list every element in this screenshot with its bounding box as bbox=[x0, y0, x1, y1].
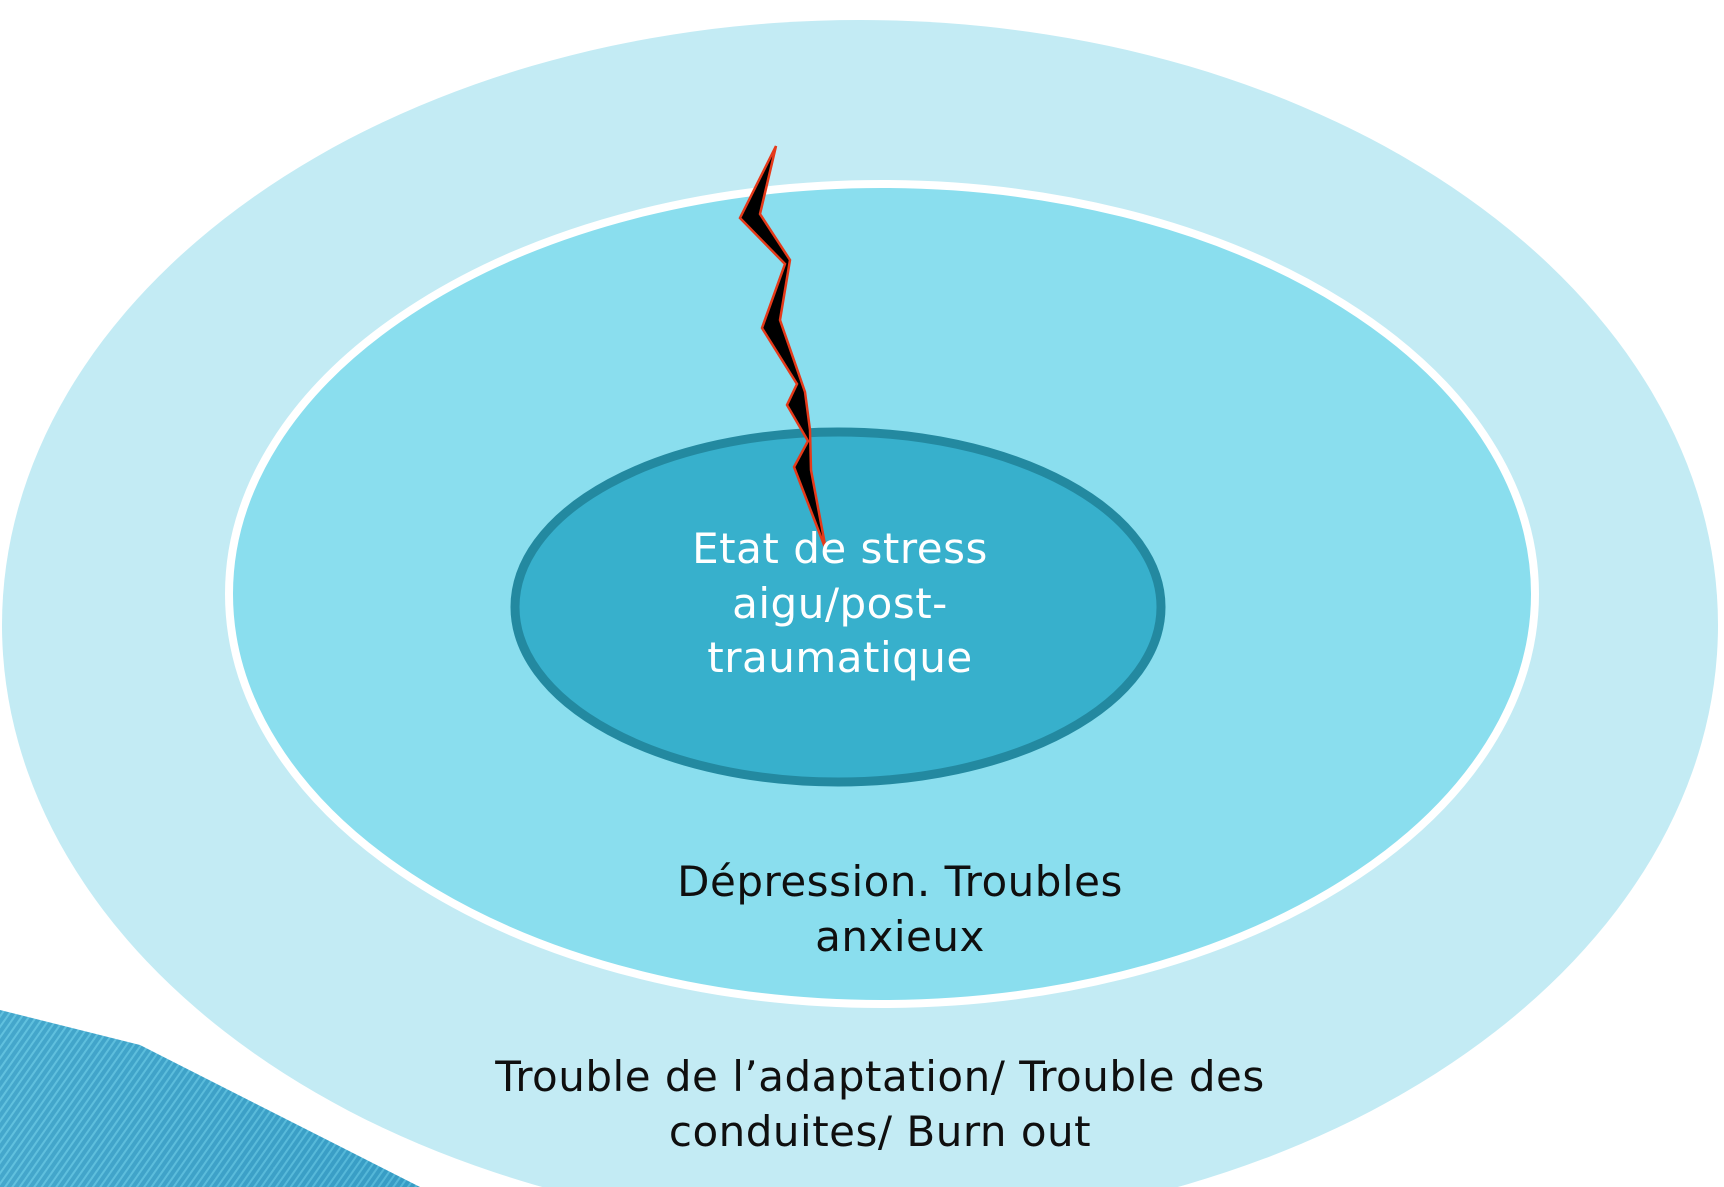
lightning-bolt-icon bbox=[738, 145, 828, 551]
corner-wedge-decoration bbox=[0, 1010, 420, 1187]
inner-ellipse bbox=[510, 427, 1166, 787]
outer-ellipse-label: Trouble de l’adaptation/ Trouble des con… bbox=[495, 1052, 1265, 1156]
middle-ellipse-label: Dépression. Troubles anxieux bbox=[677, 857, 1123, 961]
inner-ellipse-label: Etat de stress aigu/post- traumatique bbox=[692, 524, 988, 683]
